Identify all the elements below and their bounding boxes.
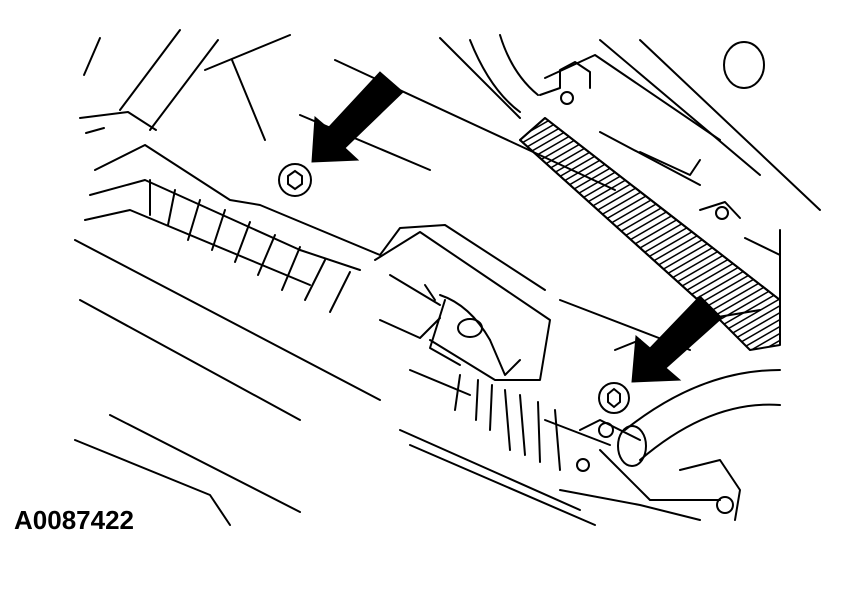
lower-ribs — [399, 389, 701, 526]
lower-hose — [559, 299, 781, 521]
arrow-upper — [311, 71, 404, 163]
upper-hose — [439, 34, 539, 119]
arrow-lower — [631, 295, 723, 383]
ribbed-bracket — [74, 144, 546, 526]
hatched-strip — [519, 117, 781, 351]
upper-right-plate — [539, 39, 821, 301]
round-hole — [723, 41, 765, 89]
fastener-left — [278, 163, 312, 197]
fastener-right — [598, 382, 630, 414]
center-clip — [374, 231, 551, 431]
figure-id-label: A0087422 — [14, 505, 134, 535]
